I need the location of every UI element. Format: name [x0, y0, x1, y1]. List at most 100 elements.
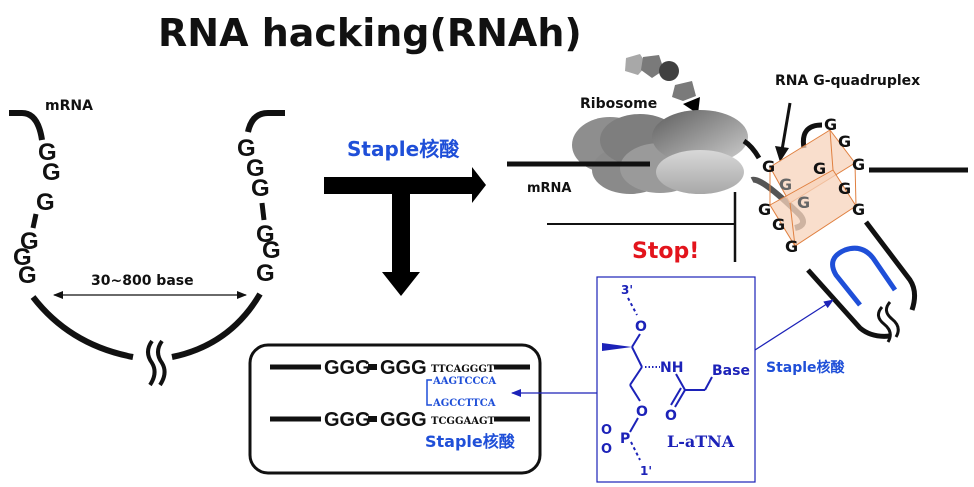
top-strand-ggg-2: GGG	[380, 357, 427, 379]
staple-duplex-box: GGG GGG TTCAGGGT AAGTCCCA AGCCTTCA GGG G…	[248, 343, 542, 475]
staple-bracket	[426, 379, 432, 406]
mrna-loop-right-half	[171, 292, 263, 360]
mrna-label-left: mRNA	[45, 98, 93, 114]
g-base-right-6: G	[256, 260, 275, 287]
peptide-residue-2	[641, 55, 664, 78]
staple-seq-top: AAGTCCCA	[432, 376, 496, 387]
ribosome-small-subunit	[656, 150, 744, 194]
bond-c-o-2	[670, 387, 682, 406]
g-base-right-2: G	[246, 155, 265, 182]
atom-base: Base	[712, 363, 750, 379]
g-base-left-5: G	[13, 244, 32, 271]
quadruplex-mrna-in	[742, 138, 762, 160]
bottom-strand-dash	[368, 416, 377, 422]
staple-arrow-label: Staple核酸	[347, 137, 460, 161]
ribosome-panel: Ribosome mRNA Stop!	[507, 54, 748, 264]
bottom-strand-ggg-2: GGG	[380, 409, 427, 431]
top-strand-dash	[368, 364, 377, 370]
quadruplex-g-6: G	[779, 175, 792, 194]
distance-label: 30~800 base	[91, 273, 194, 289]
bond-n-co	[675, 373, 686, 391]
top-strand-ggg-1: GGG	[324, 357, 371, 379]
t-arrow-shape	[324, 167, 486, 296]
lower-hairpin-left	[806, 268, 891, 339]
break-mark-1	[146, 339, 157, 387]
staple-seq-bottom: AGCCTTCA	[432, 398, 496, 409]
g-base-right-5: G	[262, 237, 281, 264]
wedge-methyl	[602, 343, 632, 351]
g-base-left-3: G	[36, 189, 55, 216]
lower-break-mark-1	[877, 306, 892, 343]
bond-o-c1	[631, 333, 641, 348]
quadruplex-g-7: G	[838, 179, 851, 198]
quadruplex-pointer-head	[775, 146, 789, 162]
bond-c2-ch2	[629, 366, 643, 386]
g-base-left-1: G	[38, 139, 57, 166]
staple-hairpin	[830, 245, 898, 307]
quadruplex-g-2: G	[824, 115, 837, 134]
peptide-residue-3	[659, 61, 679, 81]
g-base-right-4: G	[256, 221, 275, 248]
atom-o-carbonyl: O	[665, 408, 677, 424]
atom-o-double: O	[601, 442, 612, 457]
ribosome-mrna-label: mRNA	[527, 181, 572, 196]
quadruplex-pointer-shaft	[780, 102, 792, 151]
g-base-left-6: G	[18, 262, 37, 289]
one-prime-label: 1'	[640, 464, 652, 478]
quadruplex-g-1: G	[762, 157, 775, 176]
g-base-left-4: G	[20, 228, 39, 255]
atom-o-top: O	[635, 319, 647, 335]
l-atna-structure-box: 3' O NH O P O O 1' O Base L-aTNA	[596, 276, 756, 483]
bond-ch2-o	[629, 384, 641, 402]
mrna-strand-left-top	[9, 110, 45, 141]
quadruplex-g-12: G	[785, 237, 798, 256]
stop-label: Stop!	[632, 239, 699, 264]
three-prime-label: 3'	[621, 283, 633, 297]
bond-c-o-1	[674, 389, 686, 408]
g-base-left-2: G	[42, 159, 61, 186]
quadruplex-edge-2	[789, 202, 796, 247]
break-mark-2	[156, 339, 167, 387]
atom-p: P	[620, 431, 630, 447]
structure-to-hairpin-pointer	[754, 299, 834, 351]
bond-c1-c2	[631, 346, 643, 368]
linker-right	[259, 202, 267, 221]
structure-box-frame	[596, 276, 756, 483]
quadruplex-g-9: G	[852, 200, 865, 219]
ribosome-large-subunit	[652, 110, 748, 164]
linker-left	[30, 213, 39, 229]
quadruplex-g-10: G	[758, 200, 771, 219]
ribosome-staple-label: Staple核酸	[766, 359, 846, 376]
mrna-hairpin-left-panel: mRNA G G G G G G G G G G G G 30~800 base	[9, 98, 285, 387]
mrna-strand-right-top	[245, 110, 285, 133]
lower-hairpin-right	[864, 220, 918, 311]
bond-ch2-base	[704, 376, 713, 391]
g-quadruplex: RNA G-quadruplex G G G G G G G G G G G G	[742, 73, 968, 376]
ribosome-label: Ribosome	[580, 96, 657, 112]
duplex-staple-label: Staple核酸	[425, 432, 516, 451]
quadruplex-g-5: G	[813, 159, 826, 178]
atom-o-minus: O	[601, 423, 612, 438]
staple-arrow: Staple核酸	[324, 137, 486, 296]
duplex-box-frame	[248, 343, 542, 475]
lower-break-mark-2	[885, 301, 900, 338]
g-base-right-1: G	[237, 135, 256, 162]
ribosome-pointer-icon	[683, 97, 700, 114]
bond-o-p	[629, 417, 639, 433]
bottom-strand-sequence: TCGGAAGT	[431, 416, 496, 427]
quadruplex-g-8: G	[797, 193, 810, 212]
peptide-residue-4	[672, 81, 696, 101]
quadruplex-edge-3	[829, 129, 834, 171]
quadruplex-g-3: G	[838, 132, 851, 151]
quadruplex-g-4: G	[852, 155, 865, 174]
diagram-title: RNA hacking(RNAh)	[158, 11, 582, 55]
quadruplex-loop-top	[800, 122, 823, 149]
structure-name: L-aTNA	[667, 432, 735, 451]
g-base-right-3: G	[251, 175, 270, 202]
quadruplex-g-11: G	[772, 215, 785, 234]
quadruplex-edge-4	[854, 162, 857, 207]
bottom-strand-ggg-1: GGG	[324, 409, 371, 431]
atom-nh: NH	[660, 360, 683, 376]
top-strand-sequence: TTCAGGGT	[431, 364, 495, 375]
